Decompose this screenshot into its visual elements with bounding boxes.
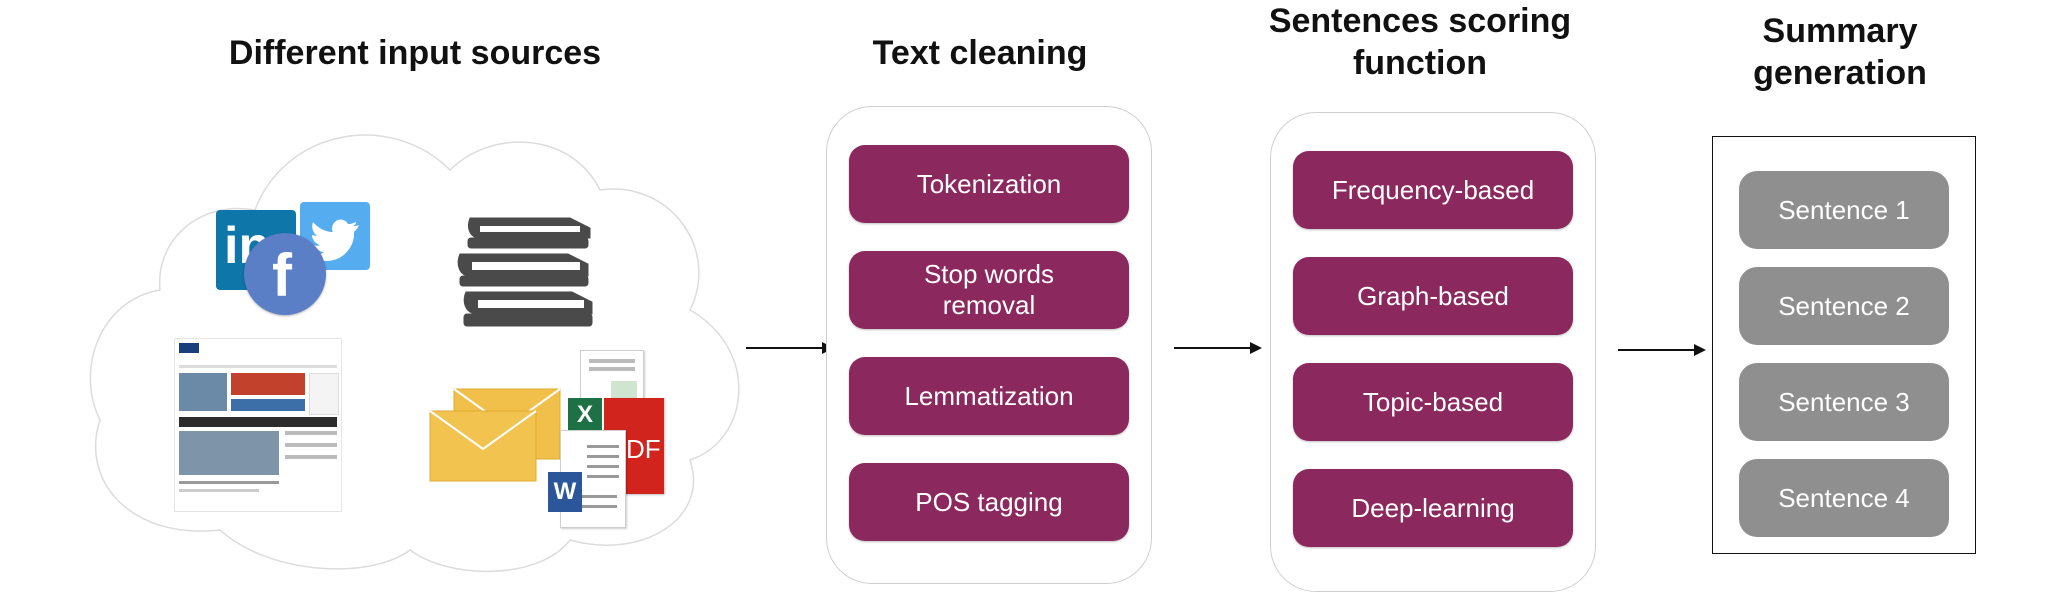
step-label: POS tagging — [915, 486, 1063, 517]
excel-badge-label: X — [576, 401, 593, 428]
heading-text-cleaning: Text cleaning — [872, 34, 1088, 72]
pdf-icon-label: DF — [626, 434, 661, 464]
summary-sentence-1: Sentence 1 — [1739, 171, 1949, 249]
heading-scoring-function: Sentences scoring function — [1268, 2, 1572, 82]
arrow-to-summary — [1618, 344, 1706, 356]
step-lemmatization: Lemmatization — [849, 357, 1129, 435]
excel-badge: X — [568, 398, 602, 432]
sentence-label: Sentence 4 — [1778, 482, 1910, 513]
step-stop-words-removal: Stop words removal — [849, 251, 1129, 329]
scoring-panel: Frequency-based Graph-based Topic-based … — [1270, 112, 1596, 592]
books-icon — [457, 217, 593, 327]
word-badge: W — [548, 472, 582, 512]
facebook-icon: f — [244, 233, 326, 315]
summary-sentence-3: Sentence 3 — [1739, 363, 1949, 441]
text-cleaning-panel: Tokenization Stop words removal Lemmatiz… — [826, 106, 1152, 584]
arrow-to-scoring — [1174, 342, 1262, 354]
summary-sentence-4: Sentence 4 — [1739, 459, 1949, 537]
method-label: Graph-based — [1357, 280, 1509, 311]
method-frequency-based: Frequency-based — [1293, 151, 1573, 229]
heading-summary-generation: Summary generation — [1753, 12, 1927, 92]
sentence-label: Sentence 2 — [1778, 290, 1910, 321]
step-label: Stop words removal — [923, 259, 1055, 320]
sentence-label: Sentence 3 — [1778, 386, 1910, 417]
summary-box: Sentence 1 Sentence 2 Sentence 3 Sentenc… — [1712, 136, 1976, 554]
heading-input-sources: Different input sources — [228, 34, 602, 72]
twitter-icon — [300, 202, 370, 270]
method-label: Frequency-based — [1331, 174, 1535, 205]
summary-sentence-2: Sentence 2 — [1739, 267, 1949, 345]
step-pos-tagging: POS tagging — [849, 463, 1129, 541]
step-label: Lemmatization — [904, 380, 1074, 411]
sentence-label: Sentence 1 — [1778, 194, 1910, 225]
step-label: Tokenization — [916, 168, 1062, 199]
method-label: Deep-learning — [1351, 492, 1515, 523]
facebook-icon-label: f — [272, 242, 292, 309]
word-badge-label: W — [553, 478, 577, 505]
envelope-icon — [429, 388, 561, 482]
step-tokenization: Tokenization — [849, 145, 1129, 223]
method-deep-learning: Deep-learning — [1293, 469, 1573, 547]
method-topic-based: Topic-based — [1293, 363, 1573, 441]
website-thumbnail — [174, 338, 342, 512]
arrow-to-text-cleaning — [746, 342, 834, 354]
method-label: Topic-based — [1362, 386, 1504, 417]
method-graph-based: Graph-based — [1293, 257, 1573, 335]
